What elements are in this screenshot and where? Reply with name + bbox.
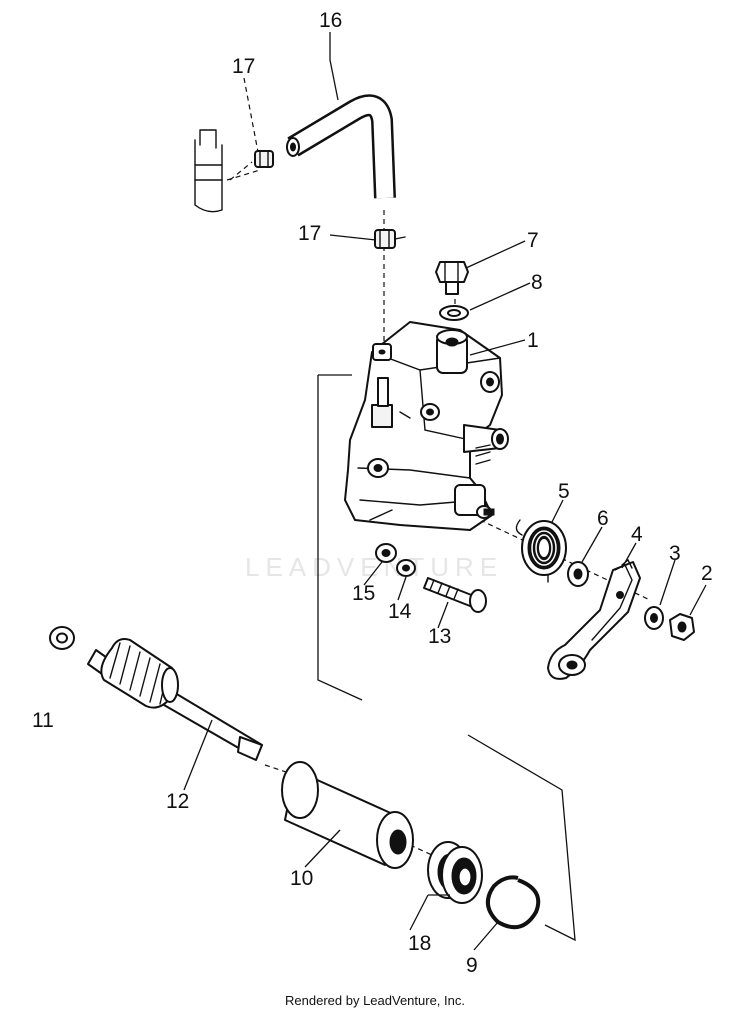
footer-credit: Rendered by LeadVenture, Inc. bbox=[285, 993, 465, 1008]
clamp-part-17-top bbox=[254, 150, 274, 168]
drive-shaft-part-12 bbox=[87, 638, 263, 761]
callout-3: 3 bbox=[669, 542, 681, 565]
callout-5: 5 bbox=[558, 480, 570, 503]
callout-7: 7 bbox=[527, 229, 539, 252]
callout-14: 14 bbox=[388, 600, 412, 623]
callout-17-top: 17 bbox=[232, 55, 255, 78]
watermark: LEADVENTURE bbox=[245, 552, 503, 582]
callout-2: 2 bbox=[701, 562, 713, 585]
lockwasher-part-14 bbox=[396, 559, 416, 577]
callout-16: 16 bbox=[319, 9, 342, 32]
hose-part-16 bbox=[286, 94, 396, 199]
bolt-part-7 bbox=[435, 261, 469, 295]
sleeve-part-10 bbox=[281, 761, 414, 869]
clamp-part-17-lower bbox=[374, 229, 406, 249]
callout-15: 15 bbox=[352, 582, 375, 605]
callout-10: 10 bbox=[290, 867, 313, 890]
callout-8: 8 bbox=[531, 271, 543, 294]
callout-12: 12 bbox=[166, 790, 189, 813]
callout-9: 9 bbox=[466, 954, 478, 977]
snap-ring-part-9 bbox=[486, 875, 541, 930]
callout-labels: 16 17 17 7 8 1 5 6 4 3 2 15 14 13 11 12 … bbox=[32, 9, 713, 977]
spring-part-5 bbox=[515, 519, 567, 583]
callout-13: 13 bbox=[428, 625, 451, 648]
callout-4: 4 bbox=[631, 523, 643, 546]
washer-part-8 bbox=[439, 305, 469, 321]
washer-part-15 bbox=[375, 543, 397, 563]
fuel-fitting bbox=[194, 129, 223, 213]
screw-part-13 bbox=[423, 577, 487, 613]
lever-part-4 bbox=[547, 558, 641, 680]
seals-part-18 bbox=[427, 841, 483, 904]
callout-18: 18 bbox=[408, 932, 431, 955]
callout-6: 6 bbox=[597, 507, 609, 530]
washer-part-11 bbox=[49, 626, 75, 650]
callout-11: 11 bbox=[32, 709, 54, 732]
oil-pump-body-part-1 bbox=[344, 321, 509, 531]
leader-lines bbox=[183, 32, 707, 951]
callout-1: 1 bbox=[527, 329, 539, 352]
callout-17-lower: 17 bbox=[298, 222, 321, 245]
nut-part-2 bbox=[669, 613, 695, 641]
washer-part-6 bbox=[567, 561, 589, 587]
washer-part-3 bbox=[644, 606, 664, 630]
